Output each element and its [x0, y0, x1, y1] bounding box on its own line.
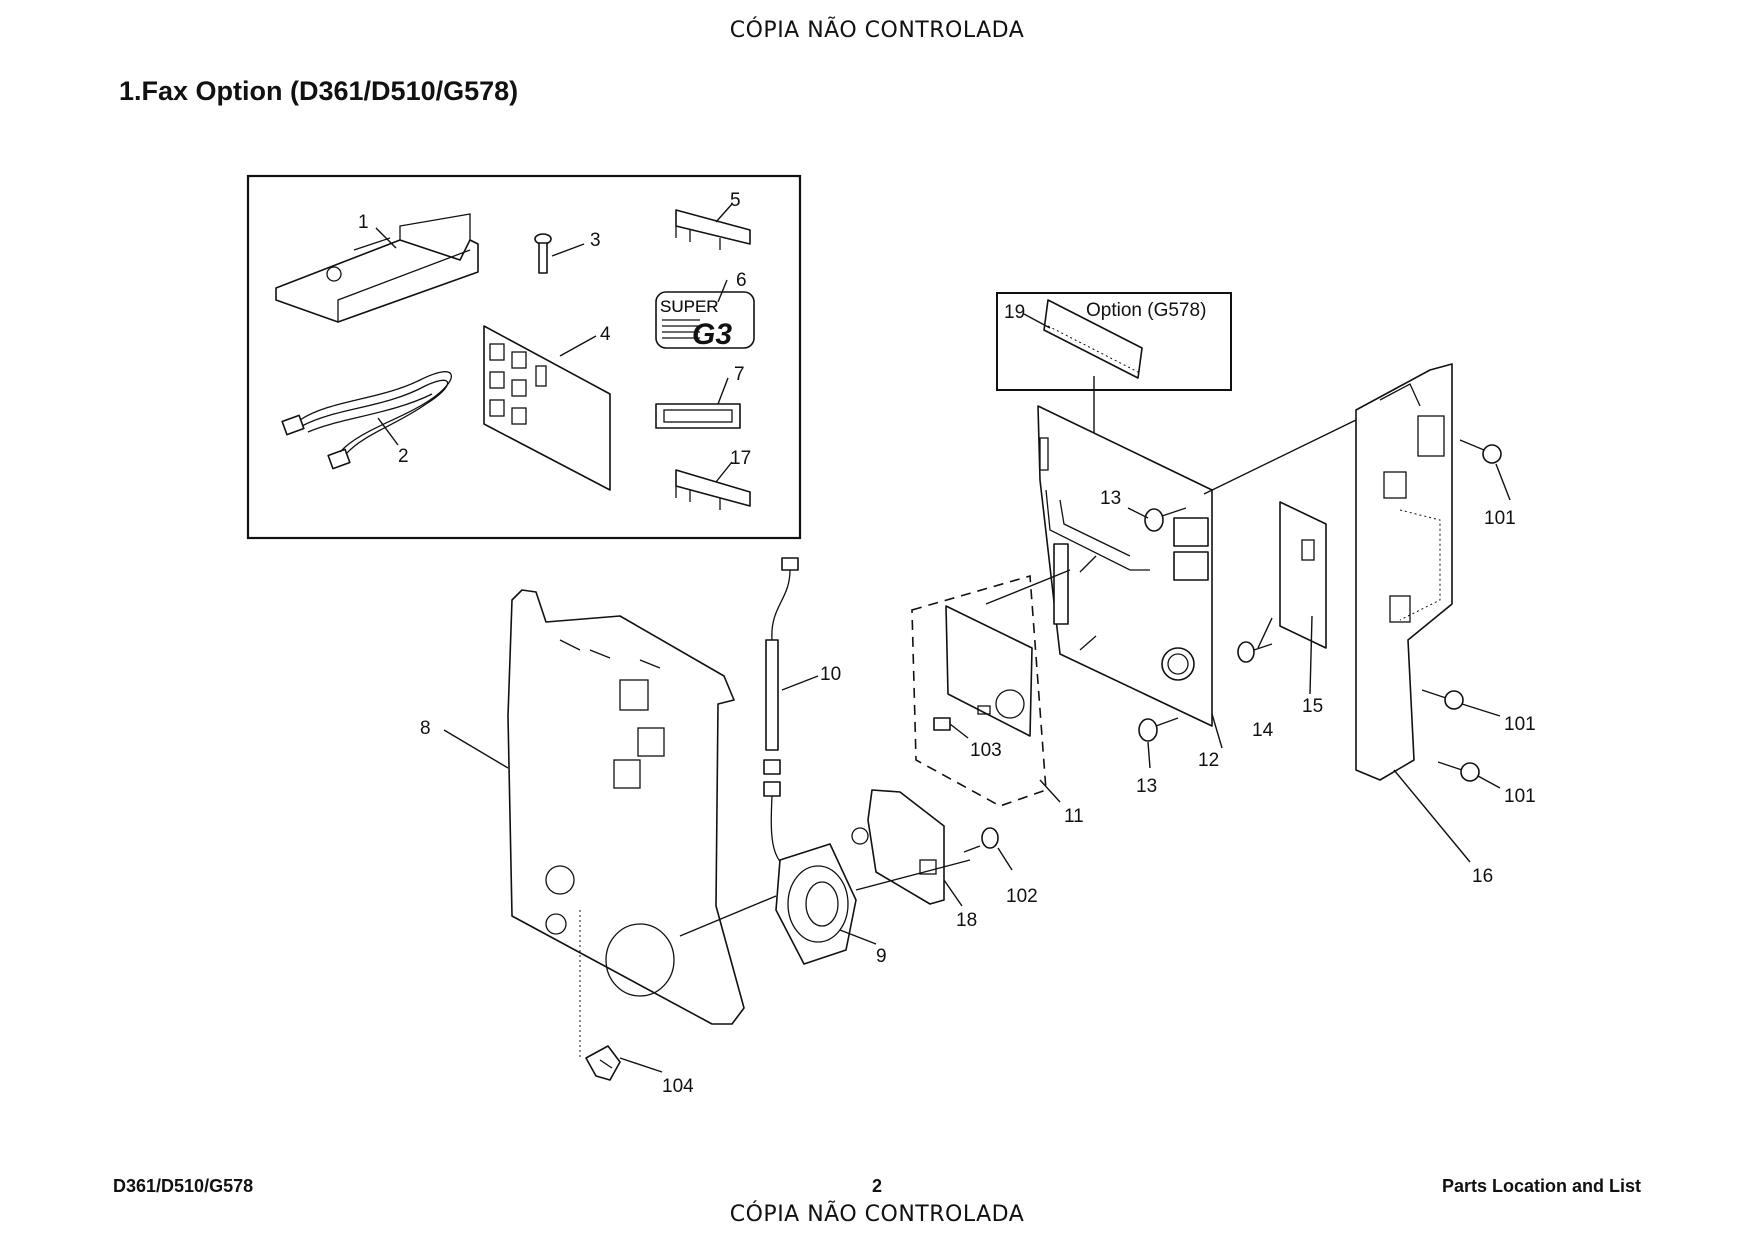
part-13-screw-lower — [1138, 717, 1179, 742]
part-17-clip — [675, 469, 751, 510]
leader-18 — [943, 879, 963, 907]
leader-6 — [717, 279, 728, 303]
leader-103 — [949, 723, 969, 739]
part-6-super-g3-logo-decal: SUPER G3 — [655, 291, 755, 351]
part-101-screw-top — [1459, 439, 1502, 464]
part-18-speaker-bracket — [851, 789, 945, 905]
callout-104: 104 — [662, 1076, 694, 1097]
callout-101-top: 101 — [1484, 508, 1516, 529]
part-11-dashed-enclosure — [911, 574, 1047, 807]
leader-8 — [443, 729, 509, 769]
option-box-frame — [996, 292, 1232, 391]
option-g578-label: Option (G578) — [1086, 300, 1206, 321]
callout-8: 8 — [420, 718, 431, 739]
part-102-screw — [963, 827, 999, 853]
leader-17 — [715, 461, 733, 483]
part-4-label-sheet — [483, 325, 611, 491]
part-19-memory-module — [1043, 299, 1143, 379]
part-2-telephone-cable — [281, 371, 453, 470]
callout-1: 1 — [358, 212, 369, 233]
callout-11: 11 — [1064, 806, 1084, 827]
callout-102: 102 — [1006, 886, 1038, 907]
callout-13-lower: 13 — [1136, 776, 1157, 797]
leader-16 — [1393, 769, 1471, 863]
part-3-screw — [534, 233, 552, 274]
part-101-screw-bottom — [1437, 761, 1480, 782]
part-8-fax-unit-cover — [507, 589, 745, 1060]
callout-16: 16 — [1472, 866, 1493, 887]
callout-17: 17 — [730, 448, 751, 469]
callout-19: 19 — [1004, 302, 1025, 323]
logo-super-text: SUPER — [660, 297, 719, 316]
part-13-screw-upper — [1144, 507, 1187, 532]
part-5-clip — [675, 209, 751, 250]
board-mount-line — [1203, 419, 1357, 495]
leader-10 — [781, 675, 819, 691]
leader-15 — [1309, 615, 1313, 695]
part-10-cable — [763, 557, 801, 875]
footer-section-title: Parts Location and List — [1441, 1176, 1641, 1196]
leader-102 — [997, 847, 1013, 871]
leader-2 — [377, 417, 399, 446]
callout-5: 5 — [730, 190, 741, 211]
svg-text:G3: G3 — [692, 318, 732, 351]
callout-101-middle: 101 — [1504, 714, 1536, 735]
leader-4 — [559, 335, 597, 357]
bracket-mount-line — [855, 859, 971, 891]
leader-101-top — [1495, 463, 1511, 501]
accessory-kit-frame — [246, 174, 802, 540]
callout-14: 14 — [1252, 720, 1274, 741]
part-14-screw — [1237, 641, 1273, 663]
part-7-label — [655, 403, 741, 429]
callout-7: 7 — [734, 364, 745, 385]
part-104-cable-clamp — [585, 1045, 621, 1081]
part-101-screw-middle — [1421, 689, 1464, 710]
leader-3 — [551, 243, 585, 257]
callout-101-bottom: 101 — [1504, 786, 1536, 807]
part-16-mounting-bracket — [1355, 363, 1453, 781]
leader-12 — [1211, 713, 1223, 749]
leader-101-middle — [1461, 703, 1501, 717]
callout-10: 10 — [820, 664, 841, 685]
leader-13-lower — [1147, 741, 1151, 769]
callout-2: 2 — [398, 446, 409, 467]
callout-6: 6 — [736, 270, 747, 291]
leader-1 — [375, 227, 397, 249]
callout-18: 18 — [956, 910, 977, 931]
part-12-fax-control-board — [1037, 405, 1213, 727]
page-title: 1.Fax Option (D361/D510/G578) — [119, 76, 519, 106]
speaker-mount-line — [679, 895, 777, 937]
callout-12: 12 — [1198, 750, 1219, 771]
leader-13-upper — [1127, 507, 1149, 519]
part-1-bracket — [275, 213, 479, 323]
leader-11 — [1039, 779, 1061, 803]
callout-9: 9 — [876, 946, 887, 967]
svg-text:SUPER: SUPER — [660, 297, 719, 316]
watermark-top: CÓPIA NÃO CONTROLADA — [729, 18, 1025, 43]
leader-101-bottom — [1477, 775, 1501, 789]
callout-4: 4 — [600, 324, 611, 345]
leader-9 — [839, 929, 877, 945]
footer-model-codes: D361/D510/G578 — [113, 1176, 254, 1196]
leader-14 — [1257, 617, 1273, 649]
callout-103: 103 — [970, 740, 1002, 761]
sub-board-mount-line — [985, 569, 1071, 605]
callout-3: 3 — [590, 230, 601, 251]
part-9-speaker — [775, 843, 857, 965]
leader-19 — [1023, 313, 1051, 329]
leader-7 — [717, 377, 729, 405]
leader-104 — [619, 1057, 663, 1073]
part-15-plate — [1279, 501, 1327, 649]
callout-13-upper: 13 — [1100, 488, 1121, 509]
part-11-sub-board — [945, 605, 1033, 737]
part-103-connector — [933, 717, 951, 731]
leader-5 — [715, 203, 733, 223]
footer-page-number: 2 — [871, 1176, 882, 1196]
callout-15: 15 — [1302, 696, 1323, 717]
watermark-bottom: CÓPIA NÃO CONTROLADA — [729, 1202, 1025, 1227]
